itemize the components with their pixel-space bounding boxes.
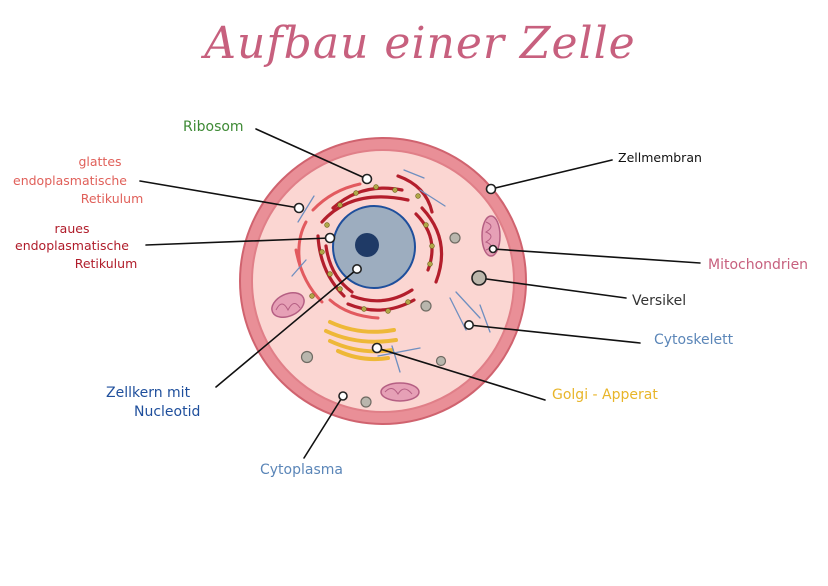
label-ribosom: Ribosom [183,119,244,135]
label-raues-er-line3: Retikulum [75,256,138,271]
label-raues-er: raues endoplasmatische Retikulum [15,221,137,271]
label-golgi: Golgi - Apperat [552,387,658,403]
page-title: Aufbau einer Zelle [200,18,635,69]
label-glattes-er-line3: Retikulum [81,191,144,206]
label-mitochondrien: Mitochondrien [708,257,808,273]
label-zellkern-line1: Zellkern mit [106,385,191,401]
cell [239,137,527,425]
label-zellmembran: Zellmembran [618,150,702,165]
label-vesikel: Versikel [632,293,686,309]
label-zellkern: Zellkern mit Nucleotid [106,385,200,420]
label-zellkern-line2: Nucleotid [134,404,200,420]
marker-dots [293,173,498,401]
leader-lines [139,128,701,459]
smooth-er [294,182,380,320]
label-raues-er-line1: raues [55,221,90,236]
label-raues-er-line2: endoplasmatische [15,238,129,253]
nucleolus [355,233,379,257]
label-cytoplasma: Cytoplasma [260,462,343,478]
cytoskeleton [291,169,491,373]
ribosomes [309,184,435,314]
vesicles [300,232,461,408]
label-glattes-er: glattes endoplasmatische Retikulum [13,154,143,206]
label-glattes-er-line2: endoplasmatische [13,173,127,188]
label-glattes-er-line1: glattes [78,154,121,169]
label-cytoskelett: Cytoskelett [654,332,734,348]
